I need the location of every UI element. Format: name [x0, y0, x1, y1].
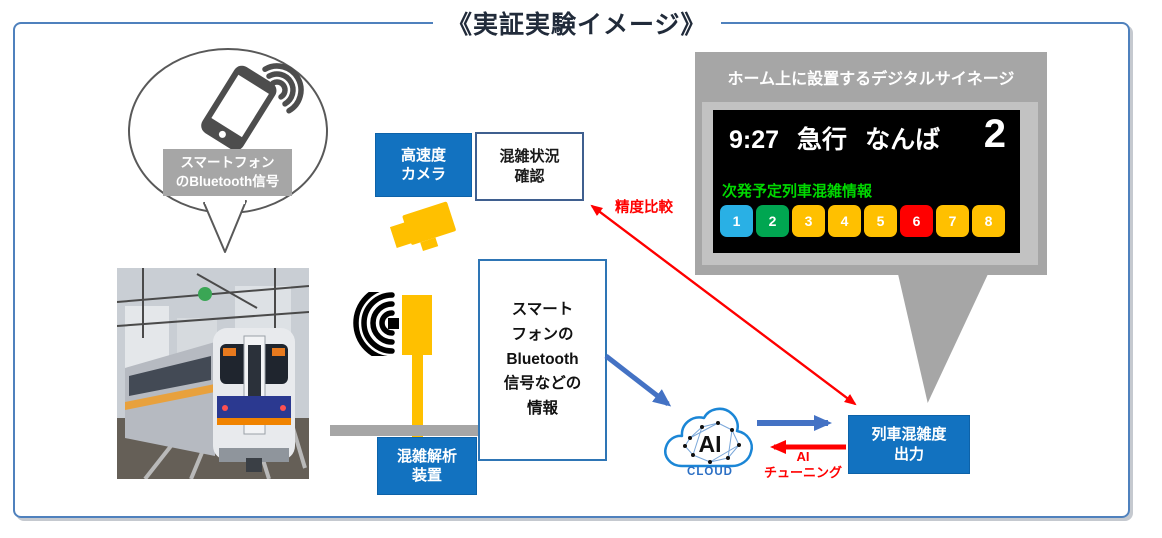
car-2: 2: [756, 205, 789, 237]
diagram-title: 《実証実験イメージ》: [433, 5, 721, 41]
bluetooth-waves-icon: [262, 63, 304, 114]
digital-signage-panel: ホーム上に設置するデジタルサイネージ 9:27 急行 なんば 2 次発予定列車混…: [695, 52, 1047, 275]
platform-bar: [330, 425, 478, 436]
cloud-ai-text: AI: [699, 431, 722, 457]
train-congestion-output-box: 列車混雑度 出力: [848, 415, 970, 474]
congestion-analyzer-box: 混雑解析 装置: [377, 437, 477, 495]
signage-frame: 9:27 急行 なんば 2 次発予定列車混雑情報 1 2 3 4 5 6 7 8: [702, 102, 1038, 265]
congestion-car-row: 1 2 3 4 5 6 7 8: [720, 205, 1005, 237]
congestion-info-label: 次発予定列車混雑情報: [722, 183, 873, 200]
departure-row: 9:27 急行 なんば: [729, 120, 1008, 156]
car-4: 4: [828, 205, 861, 237]
congestion-check-box: 混雑状況 確認: [475, 132, 584, 201]
sensor-antenna: [402, 295, 432, 355]
ai-cloud-icon: AI: [664, 407, 753, 468]
departure-time: 9:27: [729, 126, 780, 154]
departure-destination: なんば: [865, 126, 941, 154]
ai-tuning-label: AI チューニング: [763, 449, 842, 480]
car-1: 1: [720, 205, 753, 237]
signage-header: ホーム上に設置するデジタルサイネージ: [727, 71, 1015, 88]
video-camera-icon: [389, 201, 456, 252]
smartphone-icon: [201, 63, 304, 151]
bluetooth-info-box: スマート フォンの Bluetooth 信号などの 情報: [478, 259, 607, 461]
cloud-label: CLOUD: [687, 466, 733, 478]
car-6: 6: [900, 205, 933, 237]
car-5: 5: [864, 205, 897, 237]
bluetooth-signal-label: スマートフォン のBluetooth信号: [163, 149, 292, 196]
car-8: 8: [972, 205, 1005, 237]
speech-bubble-tail: [203, 200, 247, 253]
track-number: 2: [983, 112, 1006, 156]
train-photo: [117, 268, 309, 479]
departure-type: 急行: [797, 126, 848, 154]
signage-screen: 9:27 急行 なんば 2 次発予定列車混雑情報 1 2 3 4 5 6 7 8: [713, 110, 1020, 253]
car-7: 7: [936, 205, 969, 237]
radio-waves-icon: [353, 292, 399, 356]
high-speed-camera-box: 高速度 カメラ: [375, 133, 472, 197]
car-3: 3: [792, 205, 825, 237]
accuracy-comparison-label: 精度比較: [615, 200, 673, 216]
sensor-pole: [412, 353, 423, 437]
